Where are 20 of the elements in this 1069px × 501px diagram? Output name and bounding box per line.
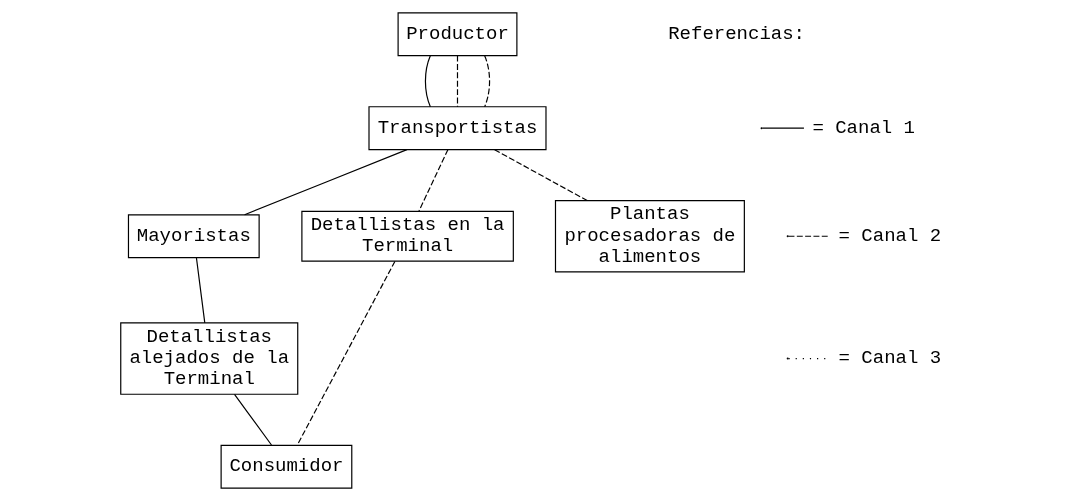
node-box: Productor	[397, 12, 517, 57]
connector	[195, 257, 205, 324]
connector	[456, 55, 458, 108]
connector	[243, 149, 408, 216]
node-box: Detallistas alejados de la Terminal	[119, 322, 298, 395]
connector	[483, 55, 490, 108]
node-box: Mayoristas	[127, 214, 260, 259]
node-box: Transportistas	[367, 106, 547, 151]
legend-label: = Canal 2	[838, 224, 941, 247]
label: Referencias:	[667, 22, 805, 45]
legend-label: = Canal 1	[811, 116, 915, 139]
node-box: Detallistas en la Terminal	[300, 210, 514, 262]
connector	[417, 149, 448, 212]
connector	[493, 149, 588, 202]
legend-label: = Canal 3	[838, 347, 941, 370]
connector	[296, 260, 395, 446]
node-box: Consumidor	[220, 444, 352, 489]
connector	[233, 393, 272, 446]
connector	[424, 55, 431, 108]
node-box: Plantas procesadoras de alimentos	[554, 200, 745, 273]
